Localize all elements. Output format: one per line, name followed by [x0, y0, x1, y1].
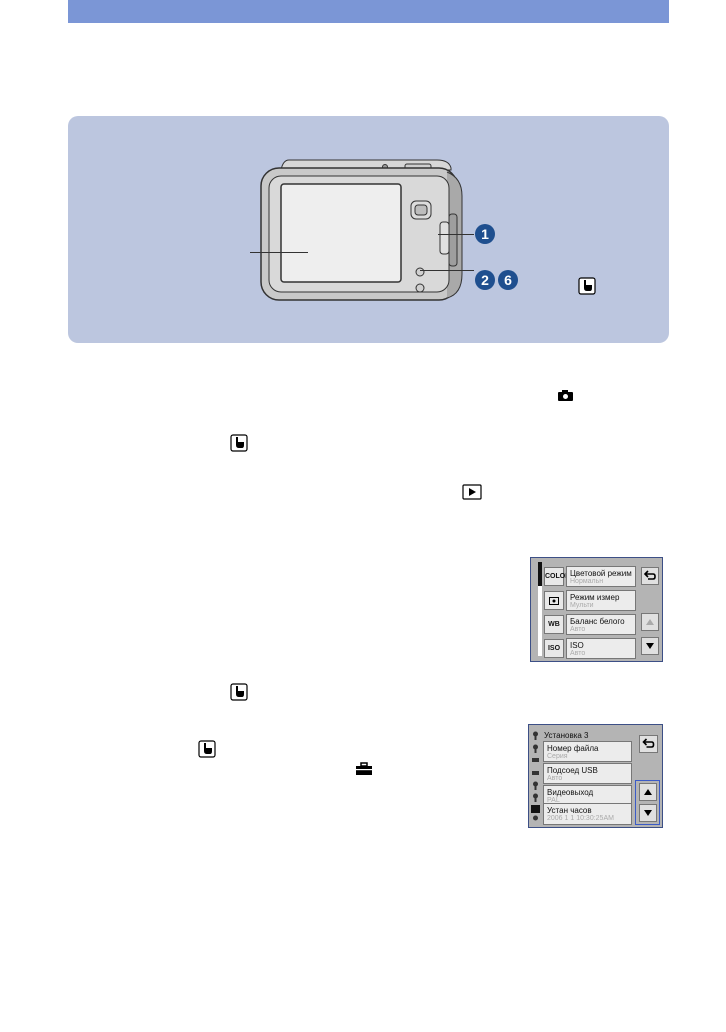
menu-item-value: Авто	[570, 650, 586, 657]
scroll-down-button[interactable]	[639, 804, 657, 822]
touch-home-icon	[198, 740, 216, 758]
callout-6: 6	[498, 270, 518, 290]
touch-home-icon	[230, 683, 248, 701]
menu-scrollbar	[538, 562, 542, 656]
camera-illustration	[260, 159, 463, 301]
setup-item-value: Серия	[547, 753, 568, 760]
leader-screen	[250, 252, 308, 253]
menu-item-label: ISO	[570, 641, 584, 650]
return-button[interactable]	[639, 735, 658, 753]
scroll-up-button[interactable]	[641, 613, 659, 631]
setup-side-icons	[531, 729, 540, 823]
iso-icon[interactable]: ISO	[544, 639, 564, 658]
color-mode-icon[interactable]: COLOR	[544, 567, 570, 586]
setup-item-label: Устан часов	[547, 806, 592, 815]
setup-item-usb[interactable]: Подсоед USB Авто	[543, 763, 632, 784]
leader-1	[438, 234, 474, 235]
setup-title: Установка 3	[544, 731, 589, 740]
menu-item-value: Нормальн	[570, 578, 604, 585]
leader-2	[420, 270, 474, 271]
menu-item-white-balance[interactable]: Баланс белого Авто	[566, 614, 636, 635]
white-balance-icon[interactable]: WB	[544, 615, 564, 634]
metering-mode-icon[interactable]	[544, 591, 564, 610]
menu-item-label: Режим измер	[570, 593, 620, 602]
menu-scroll-thumb	[538, 562, 542, 586]
menu-item-metering[interactable]: Режим измер Мульти	[566, 590, 636, 611]
camera-mode-icon	[558, 390, 573, 401]
setup-item-value: Авто	[547, 775, 563, 782]
menu-item-iso[interactable]: ISO Авто	[566, 638, 636, 659]
setup-item-clock[interactable]: Устан часов 2006 1 1 10:30:25AM	[543, 803, 632, 825]
arrow-up-icon	[644, 789, 652, 795]
arrow-up-icon	[646, 619, 654, 625]
return-icon	[642, 738, 655, 748]
toolbox-icon	[356, 762, 372, 775]
setup-item-label: Видеовыход	[547, 788, 594, 797]
setup-item-label: Подсоед USB	[547, 766, 598, 775]
menu-item-label: Баланс белого	[570, 617, 625, 626]
arrow-down-icon	[644, 810, 652, 816]
header-bar	[68, 0, 669, 23]
menu-item-color-mode[interactable]: Цветовой режим Нормальн	[566, 566, 636, 587]
arrow-down-icon	[646, 643, 654, 649]
setup-item-file-number[interactable]: Номер файла Серия	[543, 741, 632, 762]
return-button[interactable]	[641, 567, 659, 585]
setup-screen: Установка 3 Номер файла Серия Подсоед US…	[528, 724, 663, 828]
playback-icon	[462, 484, 482, 500]
scroll-down-button[interactable]	[641, 637, 659, 655]
callout-2: 2	[475, 270, 495, 290]
menu-item-value: Мульти	[570, 602, 594, 609]
setup-item-value: 2006 1 1 10:30:25AM	[547, 815, 614, 822]
menu-item-value: Авто	[570, 626, 586, 633]
touch-home-icon	[578, 277, 596, 295]
setup-item-label: Номер файла	[547, 744, 599, 753]
menu-item-label: Цветовой режим	[570, 569, 632, 578]
touch-home-icon	[230, 434, 248, 452]
callout-1: 1	[475, 224, 495, 244]
scroll-up-button[interactable]	[639, 783, 657, 801]
setup-item-value: PAL	[547, 797, 560, 804]
scroll-buttons-frame	[635, 780, 660, 825]
return-icon	[643, 570, 656, 580]
menu-screen: COLOR WB ISO Цветовой режим Нормальн Реж…	[530, 557, 663, 662]
